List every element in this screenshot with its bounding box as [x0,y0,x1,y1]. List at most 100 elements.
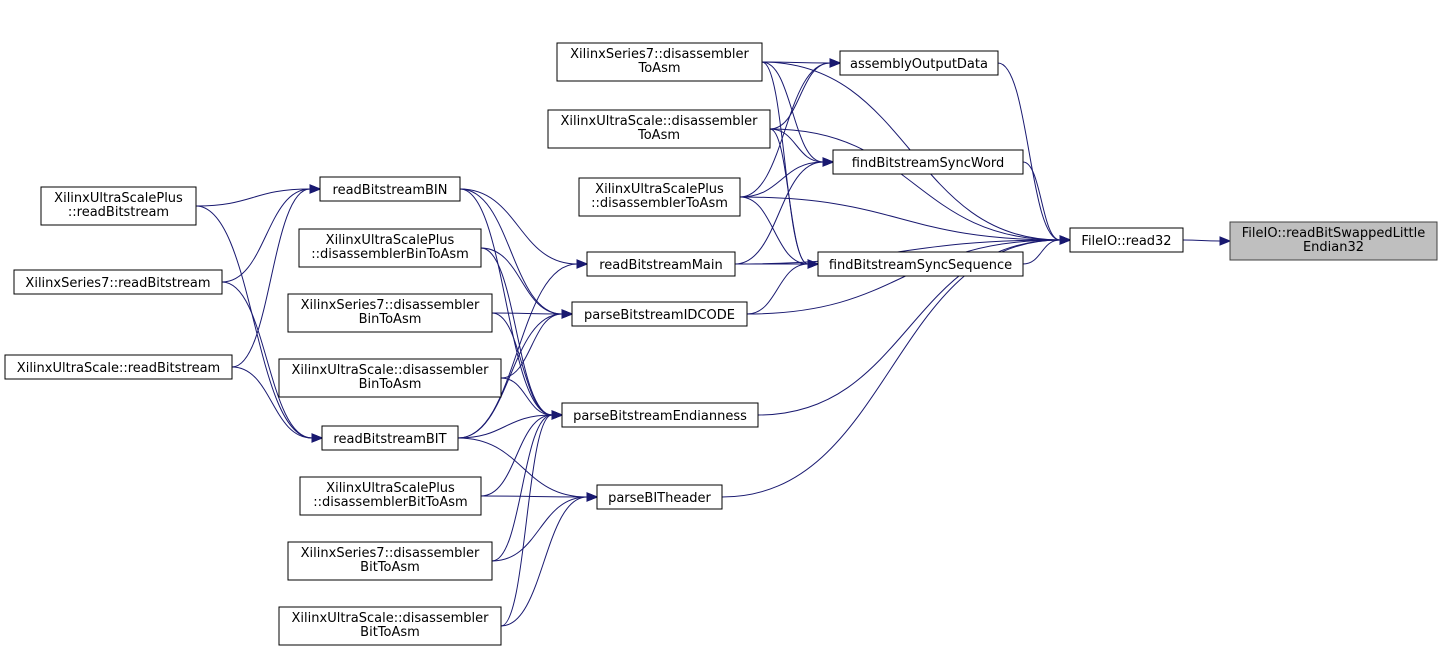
edge-line [491,414,553,562]
arrowhead-icon [576,259,589,269]
edge-line [769,128,824,163]
node-label: XilinxSeries7::readBitstream [25,276,210,291]
node-pbid[interactable]: parseBitstreamIDCODE [571,301,748,327]
edge-line [1022,239,1061,265]
edge-line [459,188,563,315]
edge-line [500,414,553,627]
node-rbit[interactable]: readBitstreamBIT [321,425,459,451]
arrowhead-icon [1219,236,1232,246]
edge-s7dta-to-fbss [761,61,820,269]
arrowhead-icon [309,184,322,194]
node-label: ToAsm [637,61,680,76]
node-pbe[interactable]: parseBitstreamEndianness [561,402,759,428]
node-label: XilinxUltraScale::readBitstream [17,361,220,376]
node-fbss[interactable]: findBitstreamSyncSequence [817,251,1024,277]
node-s7dbit[interactable]: XilinxSeries7::disassemblerBitToAsm [287,541,493,581]
node-box [839,50,999,76]
edge-line [746,263,809,315]
edge-line [491,496,588,562]
edge-line [480,247,553,416]
node-rbin[interactable]: readBitstreamBIN [319,176,461,202]
node-label: BitToAsm [360,625,420,640]
node-box [287,293,493,333]
edge-fbsw-to-read32 [1022,161,1072,245]
edge-line [757,239,1061,416]
node-pbit[interactable]: parseBITheader [596,484,723,510]
edge-line [221,188,311,283]
node-box [287,541,493,581]
edge-read32-to-root [1182,236,1232,246]
node-rbm[interactable]: readBitstreamMain [586,251,736,277]
node-label: parseBitstreamIDCODE [584,308,735,323]
node-box [321,425,459,451]
edge-line [721,239,1061,498]
node-label: ::disassemblerToAsm [591,196,728,211]
node-usdta[interactable]: XilinxUltraScale::disassemblerToAsm [547,109,771,149]
node-uspdbit[interactable]: XilinxUltraScalePlus::disassemblerBitToA… [299,476,482,516]
edge-line [491,312,553,416]
node-usrb[interactable]: XilinxUltraScale::readBitstream [4,354,233,380]
node-label: XilinxUltraScalePlus [54,191,183,206]
node-box [1069,227,1184,253]
edge-line [739,196,1061,241]
node-label: XilinxUltraScalePlus [326,481,455,496]
edge-uspdbit-to-pbe [480,410,564,497]
node-label: FileIO::readBitSwappedLittle [1242,226,1426,241]
node-label: XilinxUltraScalePlus [326,233,455,248]
edge-line [457,414,553,439]
node-label: Endian32 [1303,240,1364,255]
node-usprb[interactable]: XilinxUltraScalePlus::readBitstream [40,186,197,226]
arrowhead-icon [1059,235,1072,245]
node-usdbin[interactable]: XilinxUltraScale::disassemblerBinToAsm [278,358,502,398]
edge-line [761,61,824,163]
node-box [13,269,223,295]
edge-line [734,161,824,265]
node-label: parseBITheader [608,491,711,506]
node-label: findBitstreamSyncWord [852,156,1005,171]
arrowhead-icon [807,259,820,269]
edge-usprb-to-rbin [195,184,322,207]
node-label: FileIO::read32 [1081,234,1171,249]
node-label: BinToAsm [359,377,422,392]
node-label: XilinxUltraScalePlus [595,182,724,197]
edge-line [480,495,588,498]
edge-line [195,205,313,439]
edge-line [195,188,311,207]
edge-s7dbit-to-pbit [491,492,599,562]
node-s7dbin[interactable]: XilinxSeries7::disassemblerBinToAsm [287,293,493,333]
node-uspdta[interactable]: XilinxUltraScalePlus::disassemblerToAsm [578,177,741,217]
edge-line [231,366,313,439]
edge-s7dbin-to-pbe [491,312,564,420]
edge-line [491,312,563,315]
node-label: assemblyOutputData [850,57,988,72]
node-fbsw[interactable]: findBitstreamSyncWord [832,149,1024,175]
node-read32[interactable]: FileIO::read32 [1069,227,1184,253]
node-label: ::disassemblerBitToAsm [313,495,467,510]
node-box [4,354,233,380]
arrowhead-icon [822,157,835,167]
edge-usdbit-to-pbit [500,492,599,627]
edge-uspdta-to-aod [739,58,842,198]
edge-line [769,128,1061,241]
edge-line [739,196,809,265]
edge-line [1022,161,1061,241]
node-box [319,176,461,202]
node-uspdbin[interactable]: XilinxUltraScalePlus::disassemblerBinToA… [298,228,482,268]
node-usdbit[interactable]: XilinxUltraScale::disassemblerBitToAsm [278,606,502,646]
node-label: findBitstreamSyncSequence [829,258,1012,273]
node-box [1229,221,1438,261]
node-s7rb[interactable]: XilinxSeries7::readBitstream [13,269,223,295]
node-s7dta[interactable]: XilinxSeries7::disassemblerToAsm [556,42,763,82]
edge-rbm-to-fbsw [734,157,835,265]
edge-line [739,161,824,198]
node-box [40,186,197,226]
node-box [278,358,502,398]
node-box [556,42,763,82]
node-label: readBitstreamBIN [333,183,448,198]
node-box [596,484,723,510]
node-aod[interactable]: assemblyOutputData [839,50,999,76]
edge-pbid-to-fbss [746,259,820,315]
node-label: parseBitstreamEndianness [573,409,747,424]
node-label: readBitstreamMain [599,258,723,273]
